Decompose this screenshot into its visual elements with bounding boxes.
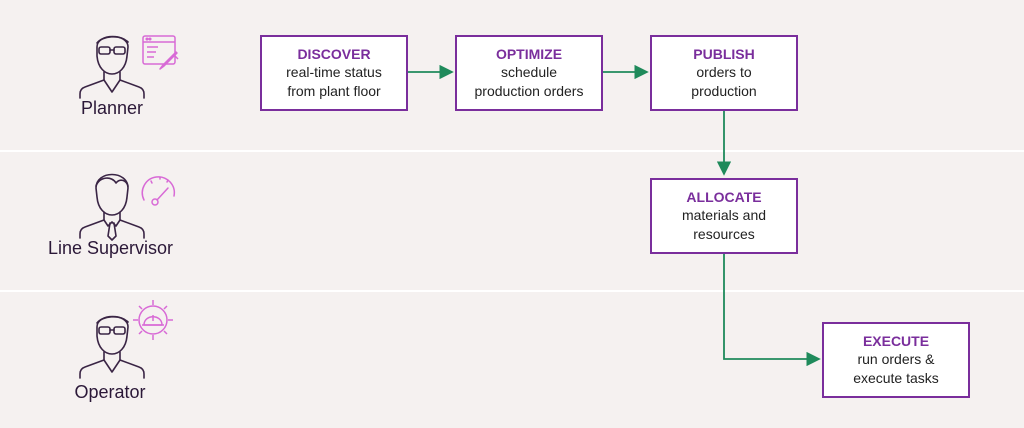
lane-divider-2 (0, 290, 1024, 292)
step-publish: PUBLISH orders to production (650, 35, 798, 111)
step-execute-title: EXECUTE (862, 333, 930, 349)
lane-divider-1 (0, 150, 1024, 152)
arrow-allocate-to-execute (723, 253, 821, 367)
step-optimize-line-2: production orders (474, 83, 584, 99)
browser-edit-icon (142, 35, 179, 70)
step-allocate-line-2: resources (693, 226, 755, 242)
step-publish-title: PUBLISH (693, 46, 755, 62)
step-allocate-title: ALLOCATE (686, 189, 762, 205)
step-publish-line-1: orders to (696, 64, 752, 80)
step-execute: EXECUTE run orders & execute tasks (822, 322, 970, 398)
gear-hardhat-icon (133, 300, 173, 340)
supervisor-person-icon (79, 173, 145, 241)
step-allocate-line-1: materials and (681, 207, 767, 223)
step-optimize: OPTIMIZE schedule production orders (455, 35, 603, 111)
step-discover: DISCOVER real-time status from plant flo… (260, 35, 408, 111)
role-label-operator: Operator (74, 382, 146, 402)
operator-person-icon (79, 315, 145, 379)
planner-person-icon (79, 35, 145, 99)
step-optimize-title: OPTIMIZE (495, 46, 563, 62)
step-discover-line-2: from plant floor (287, 83, 381, 99)
step-discover-title: DISCOVER (297, 46, 371, 62)
step-discover-line-1: real-time status (286, 64, 382, 80)
step-execute-line-1: run orders & (857, 351, 935, 367)
step-allocate: ALLOCATE materials and resources (650, 178, 798, 254)
step-optimize-line-1: schedule (500, 64, 558, 80)
step-publish-line-2: production (691, 83, 757, 99)
role-label-planner: Planner (80, 98, 144, 118)
role-label-line-supervisor: Line Supervisor (47, 238, 174, 258)
step-execute-line-2: execute tasks (853, 370, 939, 386)
gauge-icon (141, 176, 176, 206)
